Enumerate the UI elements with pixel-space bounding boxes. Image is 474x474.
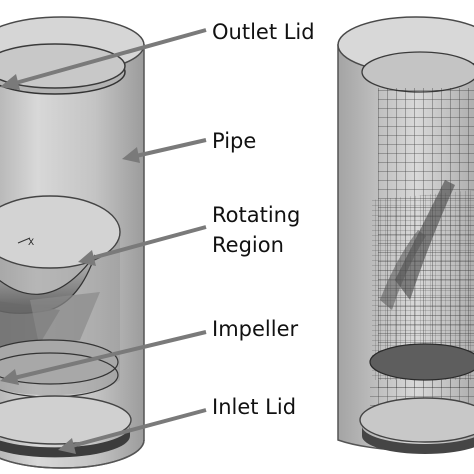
- label-inlet-lid: Inlet Lid: [212, 395, 296, 419]
- pipe-bottom: [0, 439, 145, 469]
- arrow-outlet-lid: [11, 28, 207, 86]
- left-cylinder: X: [0, 16, 145, 469]
- impeller-blade-2: [30, 292, 100, 350]
- arrowhead-rotating-region: [78, 250, 96, 266]
- arrow-inlet-lid: [71, 408, 207, 448]
- arrow-rotating-region: [91, 225, 207, 260]
- axis-line: [17, 237, 31, 244]
- arrowhead-outlet-lid: [0, 74, 20, 90]
- inlet-lid-rim: [0, 395, 132, 445]
- mesh-streak-2: [380, 230, 426, 310]
- rotating-region-top: [0, 195, 121, 269]
- mesh-refined-region: [372, 190, 474, 380]
- right-cylinder: [337, 16, 474, 454]
- label-rotating: Rotating: [212, 203, 300, 227]
- label-pipe: Pipe: [212, 129, 256, 153]
- axis-x-glyph: X: [28, 238, 34, 248]
- right-impeller-disk: [369, 343, 474, 381]
- right-outlet-lid: [361, 51, 474, 93]
- arrowhead-impeller: [0, 369, 19, 385]
- arrowhead-inlet-lid: [58, 438, 76, 454]
- label-outlet-lid: Outlet Lid: [212, 20, 315, 44]
- right-inlet-lid-dark: [362, 426, 474, 454]
- arrow-impeller: [13, 330, 207, 380]
- arrowhead-pipe: [122, 147, 140, 163]
- arrow-pipe: [135, 138, 207, 158]
- callout-arrows: [0, 28, 207, 454]
- mesh-streak-1: [395, 180, 455, 300]
- right-inlet-lid: [359, 397, 474, 443]
- labels: Outlet Lid Pipe Rotating Region Impeller…: [212, 20, 315, 419]
- inlet-lid-dark: [0, 426, 130, 458]
- label-impeller: Impeller: [212, 317, 298, 341]
- label-region: Region: [212, 233, 284, 257]
